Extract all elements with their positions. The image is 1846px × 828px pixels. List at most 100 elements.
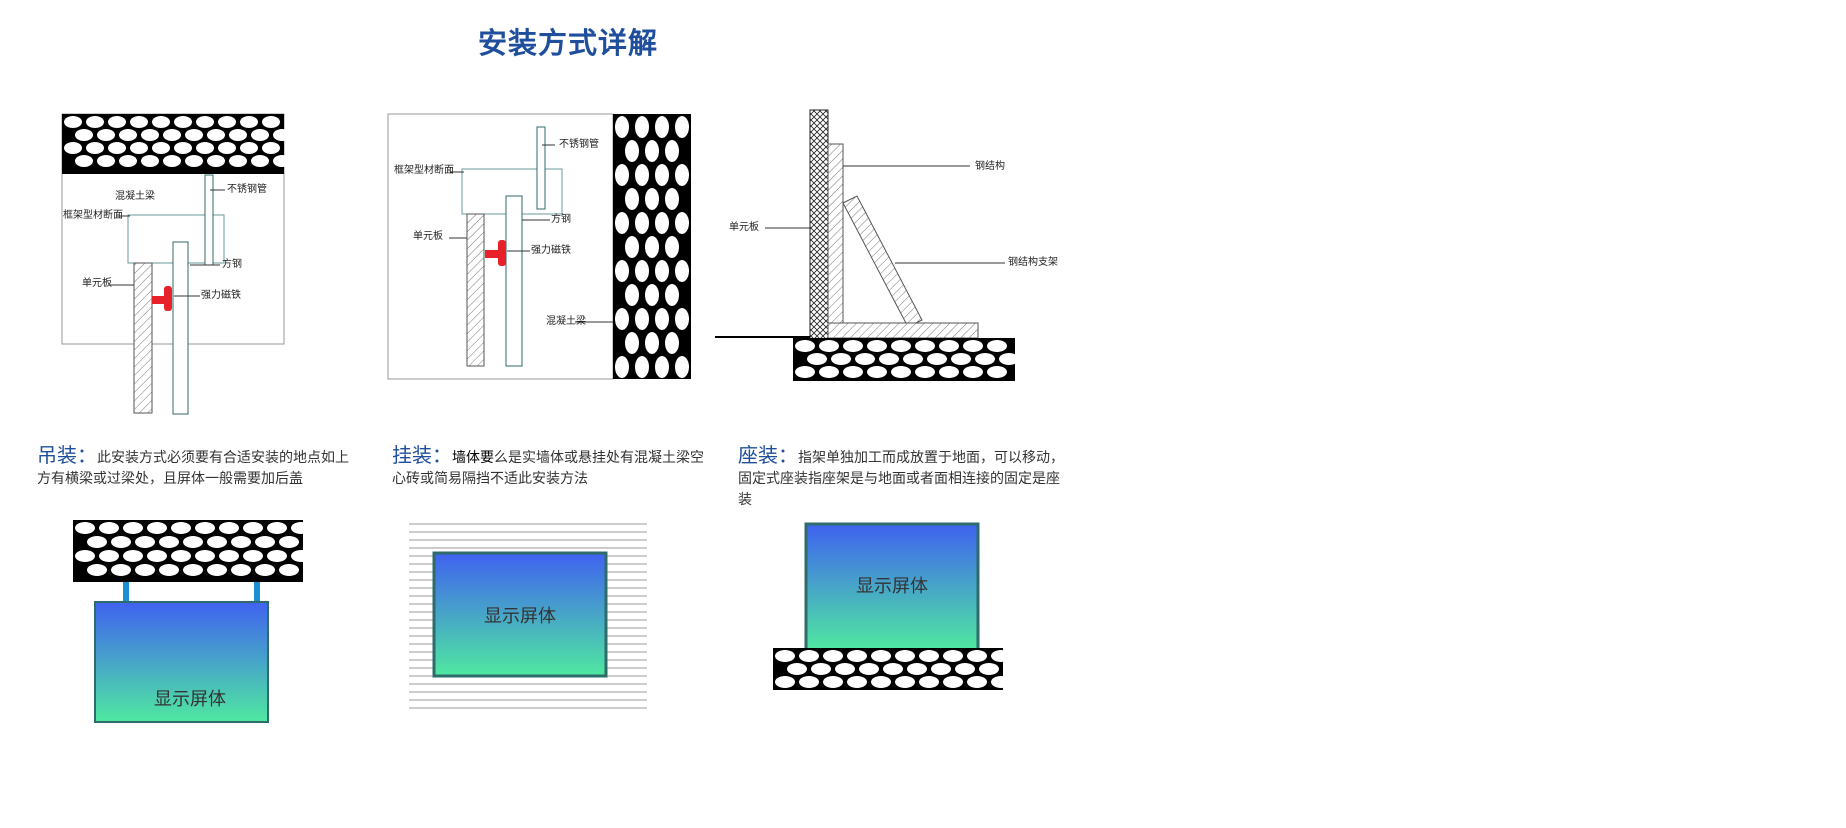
concrete-aggregate: [615, 308, 629, 330]
concrete-aggregate: [895, 650, 915, 662]
concrete-aggregate: [655, 260, 669, 282]
page-title: 安装方式详解: [478, 26, 659, 60]
method-seat-description: 座装：指架单独加工而成放置于地面，可以移动，固定式座装指座架是与地面或者面相连接…: [738, 445, 1073, 511]
concrete-aggregate: [219, 522, 239, 534]
concrete-aggregate: [163, 155, 181, 167]
concrete-aggregate: [775, 650, 795, 662]
concrete-aggregate: [291, 522, 311, 534]
concrete-aggregate: [87, 536, 107, 548]
concrete-aggregate: [867, 340, 887, 352]
concrete-aggregate: [991, 676, 1011, 688]
concrete-aggregate: [665, 236, 679, 258]
concrete-aggregate: [635, 164, 649, 186]
screen-label-seat: 显示屏体: [856, 576, 928, 597]
concrete-wall-block: [613, 114, 691, 379]
concrete-aggregate: [919, 650, 939, 662]
concrete-aggregate: [625, 284, 639, 306]
method-hang-description: 吊装：此安装方式必须要有合适安装的地点如上方有横梁或过梁处，且屏体一般需要加后盖: [37, 445, 349, 490]
label-steel-structure: 钢结构: [975, 161, 1005, 172]
concrete-aggregate: [635, 212, 649, 234]
concrete-aggregate: [279, 536, 299, 548]
concrete-aggregate: [999, 353, 1019, 365]
concrete-aggregate: [883, 663, 903, 675]
concrete-aggregate: [86, 116, 104, 128]
concrete-aggregate: [231, 564, 251, 576]
concrete-aggregate: [811, 663, 831, 675]
concrete-aggregate: [963, 340, 983, 352]
concrete-aggregate: [655, 308, 669, 330]
concrete-aggregate: [775, 676, 795, 688]
concrete-aggregate: [847, 676, 867, 688]
concrete-aggregate: [795, 340, 815, 352]
concrete-aggregate: [635, 308, 649, 330]
concrete-aggregate: [64, 116, 82, 128]
concrete-aggregate: [75, 155, 93, 167]
concrete-aggregate: [207, 536, 227, 548]
concrete-aggregate: [86, 142, 104, 154]
concrete-aggregate: [991, 650, 1011, 662]
label-concrete-beam: 混凝土梁: [115, 191, 155, 202]
concrete-aggregate: [895, 676, 915, 688]
label-frame-section-2: 框架型材断面: [394, 165, 454, 176]
concrete-aggregate: [267, 550, 287, 562]
concrete-aggregate: [240, 142, 258, 154]
concrete-aggregate: [171, 550, 191, 562]
concrete-aggregate: [267, 522, 287, 534]
concrete-aggregate: [111, 564, 131, 576]
concrete-aggregate: [967, 676, 987, 688]
concrete-aggregate: [831, 353, 851, 365]
concrete-aggregate: [123, 550, 143, 562]
concrete-aggregate: [907, 663, 927, 675]
concrete-aggregate: [207, 564, 227, 576]
concrete-aggregate: [141, 155, 159, 167]
screen-label-wall: 显示屏体: [484, 606, 556, 627]
concrete-aggregate: [891, 340, 911, 352]
concrete-aggregate: [615, 356, 629, 378]
concrete-aggregate: [111, 536, 131, 548]
floor-block: [773, 648, 1011, 690]
concrete-aggregate: [939, 340, 959, 352]
concrete-aggregate: [823, 676, 843, 688]
concrete-aggregate: [229, 129, 247, 141]
illustration-wall: 显示屏体: [409, 523, 647, 709]
concrete-aggregate: [243, 522, 263, 534]
concrete-aggregate: [675, 164, 689, 186]
label-magnet-2: 强力磁铁: [531, 245, 571, 256]
concrete-aggregate: [119, 129, 137, 141]
method-hang-text: 此安装方式必须要有合适安装的地点如上方有横梁或过梁处，且屏体一般需要加后盖: [37, 450, 349, 487]
concrete-aggregate: [183, 536, 203, 548]
concrete-aggregate: [625, 236, 639, 258]
concrete-aggregate: [130, 116, 148, 128]
concrete-aggregate: [240, 116, 258, 128]
concrete-aggregate: [943, 676, 963, 688]
diagram-hang-section: [61, 113, 291, 415]
concrete-aggregate: [915, 366, 935, 378]
label-frame-section: 框架型材断面: [63, 210, 123, 221]
concrete-aggregate: [135, 564, 155, 576]
concrete-aggregate: [655, 212, 669, 234]
concrete-aggregate: [879, 353, 899, 365]
method-seat-text: 指架单独加工而成放置于地面，可以移动，固定式座装指座架是与地面或者面相连接的固定…: [738, 450, 1064, 508]
concrete-aggregate: [152, 142, 170, 154]
concrete-aggregate: [675, 308, 689, 330]
concrete-aggregate: [219, 550, 239, 562]
concrete-aggregate: [919, 676, 939, 688]
diagram-wall-section: [387, 113, 691, 380]
concrete-aggregate: [645, 284, 659, 306]
concrete-aggregate: [147, 522, 167, 534]
concrete-aggregate: [159, 564, 179, 576]
concrete-aggregate: [835, 663, 855, 675]
concrete-aggregate: [987, 366, 1007, 378]
concrete-aggregate: [207, 155, 225, 167]
concrete-aggregate: [615, 116, 629, 138]
concrete-aggregate: [171, 522, 191, 534]
concrete-aggregate: [903, 353, 923, 365]
concrete-aggregate: [64, 142, 82, 154]
concrete-floor-block: [793, 338, 1019, 381]
label-square-steel-2: 方钢: [551, 214, 571, 225]
concrete-aggregate: [823, 650, 843, 662]
diagram-seat-section: [715, 109, 1019, 381]
concrete-aggregate: [174, 142, 192, 154]
concrete-aggregate: [967, 650, 987, 662]
concrete-aggregate: [75, 522, 95, 534]
